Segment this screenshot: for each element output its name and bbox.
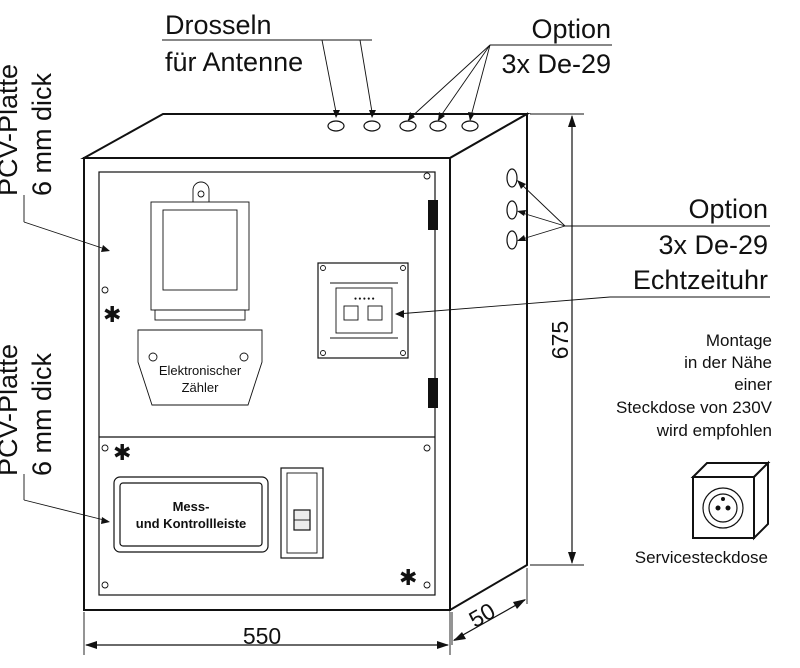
star-marker-middle: ✱ [113, 440, 131, 465]
mounting-note: Montage in der Nähe einer Steckdose von … [616, 331, 773, 440]
option-top-label-line2: 3x De-29 [501, 49, 611, 79]
service-socket [690, 460, 771, 541]
realtime-clock-module: ● ● ● ● ● [317, 262, 409, 359]
dimension-height-label: 675 [547, 321, 573, 359]
echtzeituhr-label: Echtzeituhr [633, 265, 768, 295]
drosseln-label-line1: Drosseln [165, 10, 272, 40]
option-top-label-line1: Option [531, 14, 611, 44]
note-line4: Steckdose von 230V [616, 398, 773, 417]
service-socket-label: Servicesteckdose [635, 548, 768, 567]
pcv-top-label-line1: PCV-Platte [0, 64, 23, 196]
circuit-breaker [280, 467, 324, 559]
svg-text:● ● ● ● ●: ● ● ● ● ● [354, 296, 375, 302]
electronic-meter: Elektronischer Zähler [137, 181, 263, 406]
pcv-top-label-line2: 6 mm dick [27, 72, 57, 196]
upper-hinge [428, 200, 438, 230]
measurement-control-strip: Mess- und Kontrollleiste [113, 476, 269, 553]
meter-label-line1: Elektronischer [159, 363, 242, 378]
drosseln-label-line2: für Antenne [165, 47, 303, 77]
note-line2: in der Nähe [684, 353, 772, 372]
note-line3: einer [734, 375, 772, 394]
star-marker-upper: ✱ [103, 302, 121, 327]
note-line5: wird empfohlen [656, 421, 772, 440]
strip-label-line1: Mess- [173, 499, 210, 514]
lower-hinge [428, 378, 438, 408]
meter-label-line2: Zähler [182, 380, 220, 395]
star-marker-lower: ✱ [399, 565, 417, 590]
strip-label-line2: und Kontrollleiste [136, 516, 247, 531]
option-side-label-line2: 3x De-29 [658, 230, 768, 260]
dimension-lines [83, 113, 584, 655]
dimension-depth-label: 50 [464, 597, 499, 632]
note-line1: Montage [706, 331, 772, 350]
cabinet-body [80, 112, 531, 612]
dimension-width-label: 550 [243, 623, 281, 649]
option-side-label-line1: Option [688, 194, 768, 224]
pcv-bottom-label-line2: 6 mm dick [27, 352, 57, 476]
pcv-bottom-label-line1: PCV-Platte [0, 344, 23, 476]
leader-lines [23, 39, 770, 524]
side-cable-glands [506, 168, 518, 250]
panel-screws [101, 172, 431, 589]
